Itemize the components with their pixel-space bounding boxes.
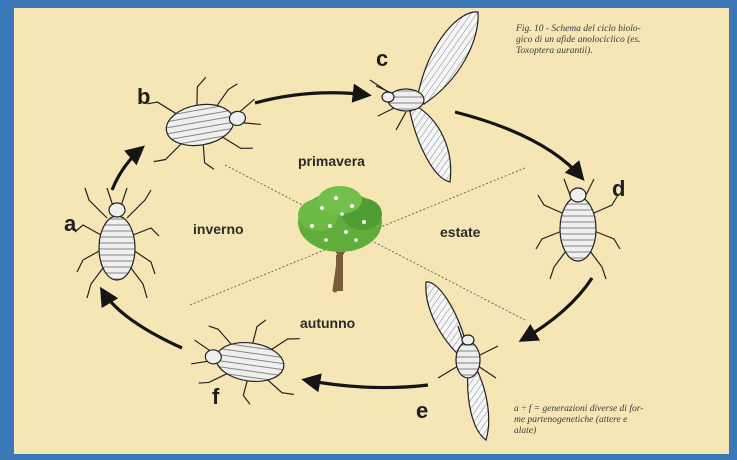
aphid-d-icon bbox=[536, 179, 620, 279]
stage-label-f: f bbox=[212, 386, 219, 408]
aphid-f-icon bbox=[187, 310, 304, 410]
season-label-winter: inverno bbox=[193, 222, 244, 236]
season-label-spring: primavera bbox=[298, 154, 365, 168]
aphid-e-icon bbox=[426, 282, 498, 440]
stage-label-e: e bbox=[416, 400, 428, 422]
caption-title-line-1: Fig. 10 - Schema del ciclo biolo- bbox=[516, 24, 641, 35]
arrow-a-to-b bbox=[112, 148, 142, 190]
stage-label-b: b bbox=[137, 86, 150, 108]
caption-legend-line-1: a ÷ f = generazioni diverse di for- bbox=[514, 404, 643, 415]
caption-title-line-2: gico di un afide anolociclico (es. bbox=[516, 35, 641, 46]
caption-title-line-3: Toxoptera aurantii). bbox=[516, 46, 641, 57]
aphid-c-icon bbox=[370, 12, 478, 182]
caption-legend-line-3: alate) bbox=[514, 426, 643, 437]
arrow-d-to-e bbox=[522, 278, 592, 340]
arrow-f-to-a bbox=[102, 290, 182, 348]
caption-legend-line-2: me partenogenetiche (attere e bbox=[514, 415, 643, 426]
season-label-autumn: autunno bbox=[300, 316, 355, 330]
aphid-a-icon bbox=[75, 188, 159, 298]
arrow-e-to-f bbox=[305, 380, 428, 388]
caption-figure-title: Fig. 10 - Schema del ciclo biolo- gico d… bbox=[516, 24, 641, 57]
tree-icon bbox=[298, 186, 382, 291]
season-label-summer: estate bbox=[440, 225, 480, 239]
arrow-b-to-c bbox=[255, 93, 368, 103]
stage-label-c: c bbox=[376, 48, 388, 70]
stage-label-a: a bbox=[64, 213, 76, 235]
stage-label-d: d bbox=[612, 178, 625, 200]
caption-legend: a ÷ f = generazioni diverse di for- me p… bbox=[514, 404, 643, 437]
aphid-b-icon bbox=[141, 69, 267, 179]
arrow-c-to-d bbox=[455, 112, 582, 178]
